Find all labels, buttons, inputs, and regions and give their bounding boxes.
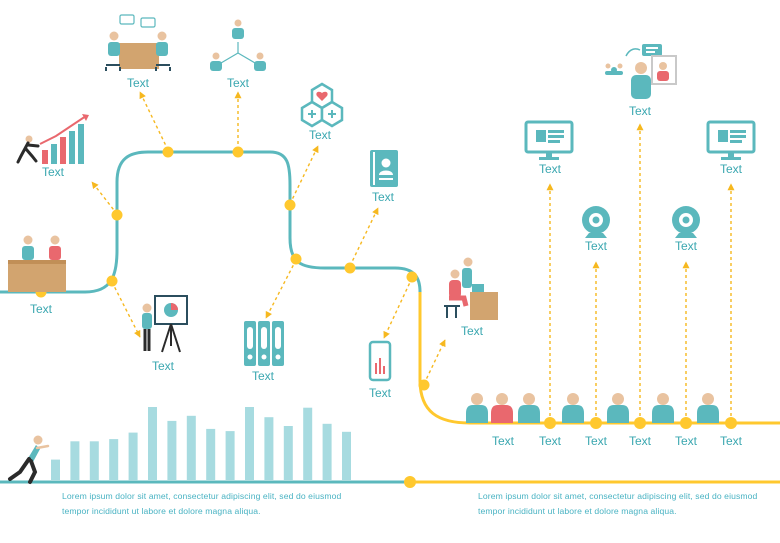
arrow-to-worker: [423, 339, 446, 385]
monitor-icon: [524, 120, 574, 160]
decorative-bar: [283, 426, 293, 480]
arrow-to-presenter: [111, 281, 141, 338]
meeting-icon: [105, 14, 171, 71]
runner-icon: [8, 435, 50, 484]
phone-chart-icon: [368, 340, 392, 382]
label-bottom: Text: [492, 434, 515, 448]
timeline-dots: [35, 146, 737, 488]
label-monitor-1: Text: [539, 162, 562, 176]
arrow-to-binders: [265, 259, 297, 319]
decorative-bar: [303, 407, 313, 480]
arrow-to-meeting: [139, 91, 169, 151]
video-call-icon: [605, 44, 677, 99]
decorative-bar: [225, 431, 235, 480]
label-meeting: Text: [127, 76, 150, 90]
binders-icon: [244, 321, 284, 366]
label-video-call: Text: [629, 104, 652, 118]
audience-person-icon: [697, 393, 719, 423]
decorative-bar: [109, 439, 119, 480]
decorative-bar: [70, 441, 80, 480]
label-growth: Text: [42, 165, 65, 179]
decorative-bar: [206, 428, 216, 480]
decorative-bar: [167, 420, 177, 480]
label-hexagons: Text: [309, 128, 332, 142]
webcam-icon: [672, 206, 700, 238]
decorative-bar: [186, 415, 196, 480]
connector-arrows: [91, 91, 735, 422]
decorative-bar: [322, 423, 332, 480]
label-presenter: Text: [152, 359, 175, 373]
audience-row: [466, 393, 719, 423]
label-webcam-2: Text: [675, 239, 698, 253]
arrow-to-contacts: [349, 207, 379, 267]
audience-person-icon: [562, 393, 584, 423]
audience-person-icon: [652, 393, 674, 423]
desk-meeting-icon: [8, 235, 66, 292]
arrow-to-growth: [91, 181, 118, 215]
timeline-path-teal: [0, 150, 422, 294]
decorative-bar: [51, 459, 60, 480]
bar-graphic: [51, 407, 351, 481]
label-phone: Text: [369, 386, 392, 400]
label-monitor-2: Text: [720, 162, 743, 176]
label-bottom: Text: [629, 434, 652, 448]
decorative-bar: [148, 407, 157, 480]
paragraph-right: Lorem ipsum dolor sit amet, consectetur …: [478, 491, 758, 516]
label-binders: Text: [252, 369, 275, 383]
label-bottom: Text: [539, 434, 562, 448]
decorative-bar: [264, 417, 274, 480]
label-bottom: Text: [585, 434, 608, 448]
growth-chart-icon: [16, 114, 89, 164]
arrow-to-phone: [383, 277, 413, 339]
decorative-bar: [245, 407, 254, 480]
audience-person-icon: [607, 393, 629, 423]
label-bottom: Text: [675, 434, 698, 448]
decorative-bar: [128, 432, 138, 481]
monitor-icon: [706, 120, 756, 160]
audience-person-icon: [466, 393, 488, 423]
arrow-to-hexagons: [289, 145, 319, 205]
label-desk-left: Text: [30, 302, 53, 316]
label-network: Text: [227, 76, 250, 90]
label-contacts: Text: [372, 190, 395, 204]
decorative-bar: [342, 431, 351, 480]
webcam-icon: [582, 206, 610, 238]
hexagons-icon: [300, 82, 344, 128]
decorative-bar: [89, 441, 99, 480]
label-webcam-1: Text: [585, 239, 608, 253]
label-worker: Text: [461, 324, 484, 338]
worker-desk-icon: [444, 257, 498, 320]
label-bottom: Text: [720, 434, 743, 448]
presenter-icon: [142, 295, 188, 353]
audience-person-icon: [518, 393, 540, 423]
audience-person-icon: [491, 393, 513, 423]
network-icon: [210, 19, 266, 71]
contacts-book-icon: [370, 150, 398, 187]
paragraph-left: Lorem ipsum dolor sit amet, consectetur …: [62, 491, 342, 516]
